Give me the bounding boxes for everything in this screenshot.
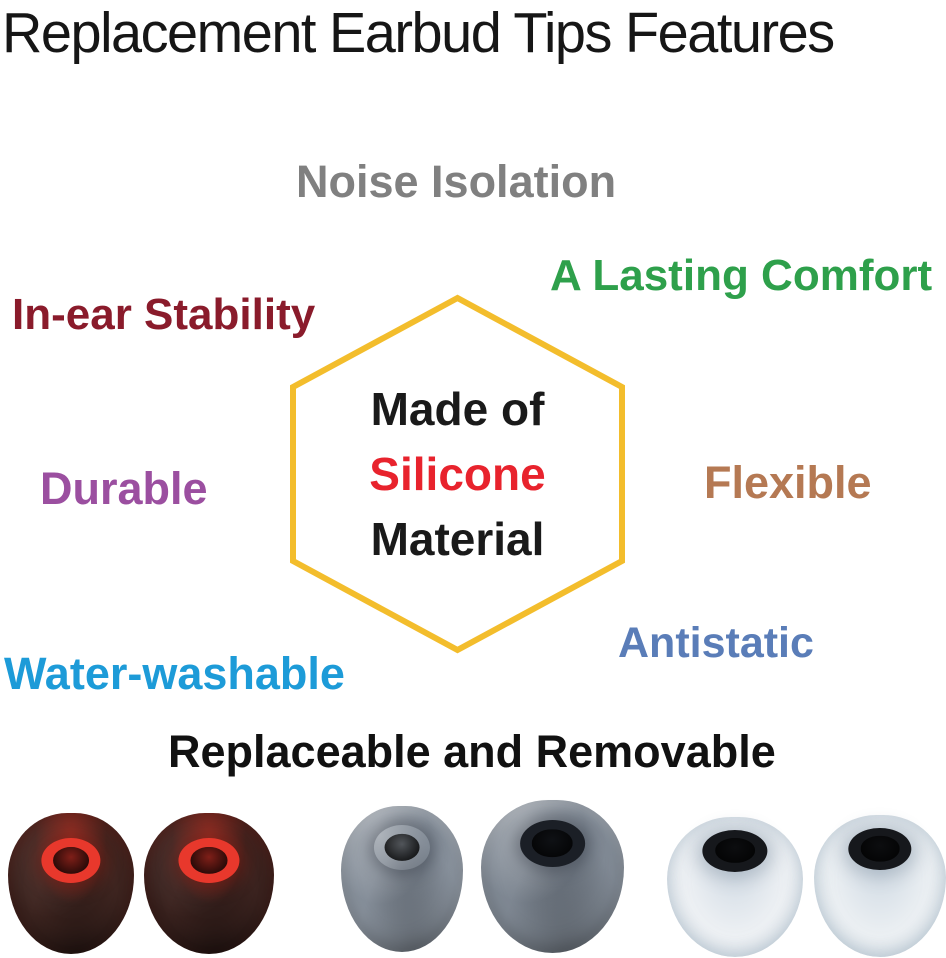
earbud-tip-photo-dark-red-2	[144, 813, 274, 954]
earbud-tip-opening	[374, 825, 430, 870]
earbud-tip-body	[144, 813, 274, 954]
earbud-tip-hole	[860, 835, 900, 862]
hexagon-caption-line2: Silicone	[369, 447, 546, 500]
earbud-tip-photo-white-1	[667, 817, 803, 957]
hexagon-caption: Made of Silicone Material	[289, 294, 626, 654]
earbud-tip-hole	[532, 828, 573, 858]
earbud-tip-hole	[384, 833, 420, 861]
earbud-tip-hole	[52, 846, 90, 874]
feature-water-washable: Water-washable	[4, 648, 345, 699]
feature-replaceable-removable: Replaceable and Removable	[168, 726, 776, 777]
feature-noise-isolation: Noise Isolation	[296, 156, 617, 207]
earbud-tip-opening	[519, 819, 586, 868]
earbud-tip-hole	[190, 846, 228, 874]
earbud-tip-body	[341, 806, 463, 952]
feature-in-ear-stability: In-ear Stability	[12, 290, 316, 339]
earbud-tip-hole	[714, 837, 756, 863]
earbud-tip-photo-dark-red-1	[8, 813, 134, 954]
feature-flexible: Flexible	[704, 457, 872, 508]
feature-lasting-comfort: A Lasting Comfort	[550, 251, 933, 300]
page-title: Replacement Earbud Tips Features	[2, 1, 835, 65]
earbud-tip-body	[8, 813, 134, 954]
hexagon-outline-path	[290, 294, 625, 654]
earbud-tip-photo-white-2	[814, 815, 946, 957]
earbud-tip-opening	[178, 838, 240, 884]
earbud-tip-opening	[702, 829, 768, 872]
earbud-tip-photo-gray-2	[481, 800, 624, 953]
earbud-tip-opening	[41, 838, 101, 884]
earbud-tip-photo-gray-1	[341, 806, 463, 952]
feature-durable: Durable	[40, 463, 208, 514]
hexagon-caption-line3: Material	[370, 512, 545, 565]
hexagon-caption-line1: Made of	[370, 382, 545, 435]
hexagon-outline-icon	[290, 294, 625, 654]
feature-antistatic: Antistatic	[618, 619, 814, 667]
earbud-tip-opening	[848, 827, 912, 871]
hexagon-badge: Made of Silicone Material	[289, 294, 626, 654]
